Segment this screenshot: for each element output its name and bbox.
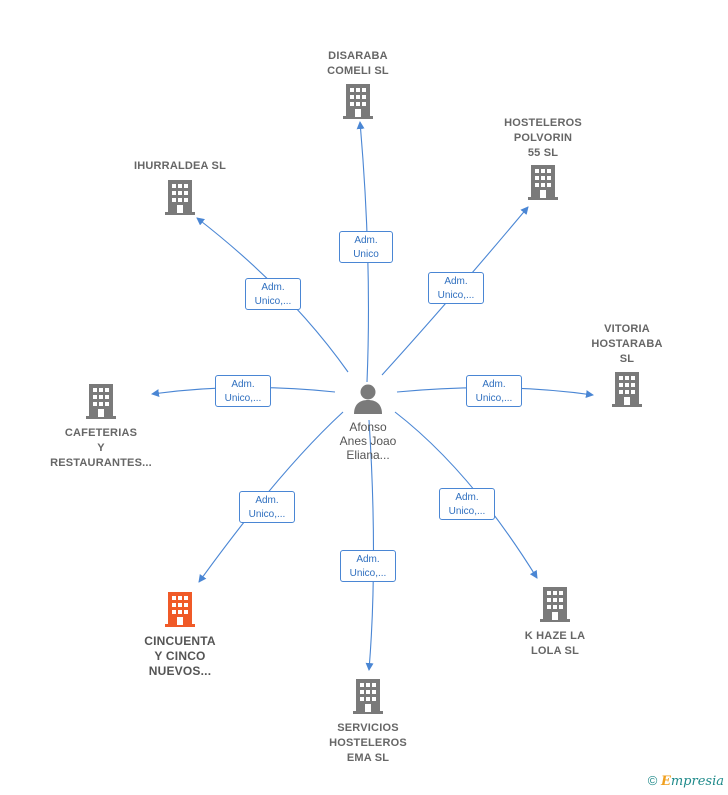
company-name: CAFETERIAS	[64, 427, 138, 439]
company-name: CINCUENTA	[144, 634, 216, 648]
company-name: VITORIA	[604, 323, 650, 335]
role-label-servicios[interactable]: Adm. Unico,...	[340, 550, 396, 582]
person-icon	[354, 384, 382, 414]
role-text: Unico	[353, 249, 379, 260]
edge-k-haze	[394, 411, 538, 579]
person-node[interactable]: Afonso Anes Joao Eliana...	[310, 383, 426, 462]
role-text: Adm.	[444, 276, 468, 287]
role-label-disaraba[interactable]: Adm. Unico	[339, 231, 393, 263]
building-icon	[165, 592, 195, 627]
role-text: Unico,...	[475, 393, 513, 404]
company-node-ihurraldea[interactable]: IHURRALDEA SL	[110, 159, 250, 220]
company-name: HOSTELEROS	[504, 117, 582, 129]
building-icon	[86, 384, 116, 419]
role-label-k-haze[interactable]: Adm. Unico,...	[439, 488, 495, 520]
person-name: Anes Joao	[339, 434, 397, 448]
person-name: Afonso	[349, 420, 387, 434]
company-name: HOSTELEROS	[329, 737, 407, 749]
company-node-hosteleros-polvorin[interactable]: HOSTELEROS POLVORIN 55 SL	[473, 116, 613, 205]
building-icon	[343, 84, 373, 119]
company-name: RESTAURANTES...	[50, 457, 152, 469]
company-node-cafeterias[interactable]: CAFETERIAS Y RESTAURANTES...	[31, 383, 171, 471]
role-text: Adm.	[255, 495, 279, 506]
role-text: Unico,...	[349, 568, 387, 579]
building-icon	[540, 587, 570, 622]
brand-logo: Empresia	[661, 774, 724, 789]
company-name: Y CINCO	[154, 649, 206, 663]
company-name: K HAZE LA	[524, 630, 586, 642]
role-label-hosteleros-polvorin[interactable]: Adm. Unico,...	[428, 272, 484, 304]
copyright-icon: ©	[647, 773, 658, 788]
brand-text: mpresia	[670, 774, 724, 789]
role-text: Unico,...	[437, 290, 475, 301]
company-name: SL	[619, 353, 635, 365]
role-text: Unico,...	[254, 296, 292, 307]
company-node-servicios[interactable]: SERVICIOS HOSTELEROS EMA SL	[298, 678, 438, 766]
company-name: IHURRALDEA SL	[133, 160, 227, 172]
company-name: 55 SL	[527, 147, 559, 159]
company-name: NUEVOS...	[148, 664, 212, 678]
company-node-disaraba[interactable]: DISARABA COMELI SL	[288, 49, 428, 124]
role-text: Adm.	[356, 554, 380, 565]
company-name: POLVORIN	[513, 132, 573, 144]
company-name: LOLA SL	[530, 645, 580, 657]
role-label-cafeterias[interactable]: Adm. Unico,...	[215, 375, 271, 407]
building-icon	[528, 165, 558, 200]
company-node-cincuenta[interactable]: CINCUENTA Y CINCO NUEVOS...	[110, 591, 250, 679]
brand-letter: E	[660, 774, 671, 789]
company-name: DISARABA	[328, 50, 388, 62]
role-text: Adm.	[455, 492, 479, 503]
building-icon	[353, 679, 383, 714]
role-text: Adm.	[261, 282, 285, 293]
company-node-k-haze[interactable]: K HAZE LA LOLA SL	[485, 586, 625, 659]
company-name: SERVICIOS	[337, 722, 399, 734]
company-name: EMA SL	[346, 752, 390, 764]
company-name: HOSTARABA	[591, 338, 663, 350]
building-icon	[165, 180, 195, 215]
role-label-cincuenta[interactable]: Adm. Unico,...	[239, 491, 295, 523]
company-name: Y	[97, 442, 105, 454]
building-icon	[612, 372, 642, 407]
edge-cincuenta	[198, 411, 344, 583]
company-node-vitoria[interactable]: VITORIA HOSTARABA SL	[557, 322, 697, 412]
role-text: Adm.	[231, 379, 255, 390]
role-label-ihurraldea[interactable]: Adm. Unico,...	[245, 278, 301, 310]
role-label-vitoria[interactable]: Adm. Unico,...	[466, 375, 522, 407]
role-text: Adm.	[482, 379, 506, 390]
brand-footer[interactable]: © Empresia	[648, 773, 724, 789]
role-text: Unico,...	[224, 393, 262, 404]
person-name: Eliana...	[346, 448, 390, 462]
company-name: COMELI SL	[327, 65, 389, 77]
role-text: Unico,...	[248, 509, 286, 520]
role-text: Adm.	[354, 235, 378, 246]
role-text: Unico,...	[448, 506, 486, 517]
